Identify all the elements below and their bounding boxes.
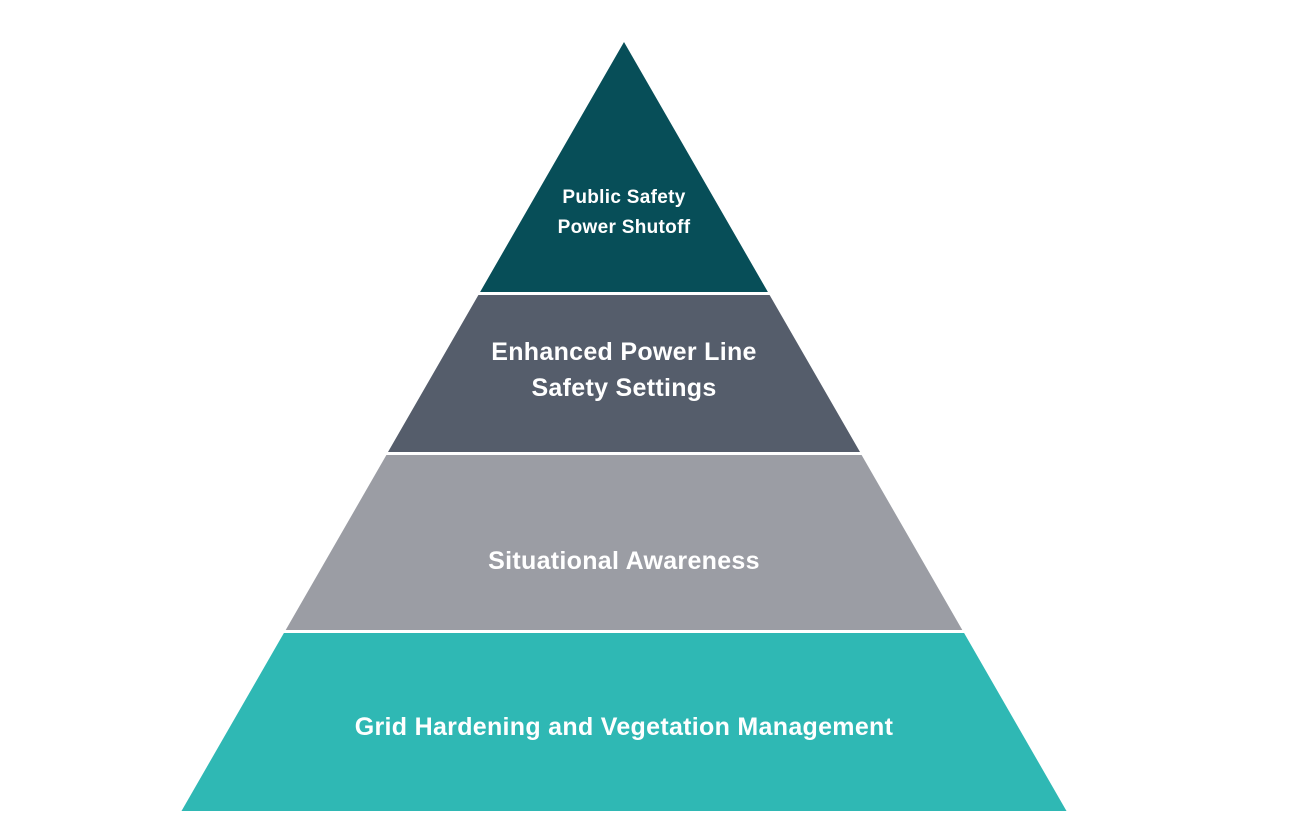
pyramid-tier-2-shape bbox=[388, 295, 860, 452]
tier-4-label-line-1: Grid Hardening and Vegetation Management bbox=[354, 713, 894, 741]
tier-4-label: Grid Hardening and Vegetation Management bbox=[355, 712, 893, 742]
tier-2-label-line-1: Enhanced Power Line bbox=[491, 338, 757, 366]
pyramid-tier-3-shape bbox=[285, 455, 963, 630]
tier-1-label: Public Safety Power Shutoff bbox=[558, 183, 691, 243]
tier-3-label-line-1: Situational Awareness bbox=[488, 547, 760, 575]
tier-3-label: Situational Awareness bbox=[488, 546, 760, 576]
tier-2-label: Enhanced Power Line Safety Settings bbox=[491, 334, 756, 406]
pyramid-tier-1-shape bbox=[480, 42, 768, 292]
tier-1-label-line-1: Public Safety bbox=[562, 187, 686, 208]
pyramid-tier-4-shape bbox=[181, 633, 1067, 811]
tier-2-label-line-2: Safety Settings bbox=[531, 374, 717, 402]
tier-1-label-line-2: Power Shutoff bbox=[557, 217, 691, 238]
